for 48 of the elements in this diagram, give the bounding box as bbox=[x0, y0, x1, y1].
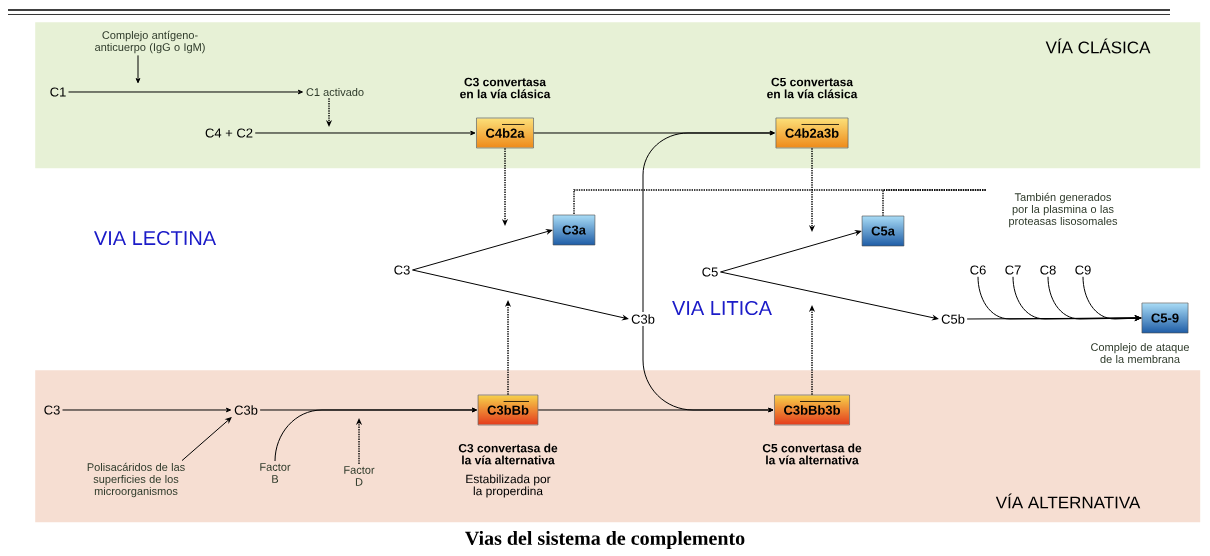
arrow bbox=[720, 230, 862, 273]
arrow bbox=[274, 407, 477, 462]
complex-box: C3bBb bbox=[477, 394, 539, 426]
arrow bbox=[642, 130, 775, 313]
complex-box: C5-9 bbox=[1141, 302, 1189, 334]
component-label: C3b bbox=[631, 314, 655, 324]
component-label: Factor B bbox=[260, 463, 291, 483]
component-label: C3 bbox=[394, 265, 410, 275]
box-caption: C5 convertasa en la vía clásica bbox=[767, 77, 858, 99]
pathway-label: VIA LECTINA bbox=[94, 230, 217, 246]
component-label: C3b bbox=[234, 405, 258, 415]
component-label: C3 bbox=[44, 405, 60, 415]
box-caption: Complejo de ataque de la membrana bbox=[1091, 342, 1189, 364]
component-label: C5 bbox=[702, 267, 718, 277]
component-label: También generados por la plasmina o las proteasas lisosomales bbox=[1009, 192, 1118, 228]
arrow bbox=[1082, 276, 1141, 321]
component-label: C7 bbox=[1005, 265, 1021, 275]
dotted-line bbox=[882, 189, 987, 217]
box-caption: Estabilizada por la properdina bbox=[466, 474, 551, 498]
arrow bbox=[412, 229, 553, 271]
component-label: C9 bbox=[1075, 265, 1091, 275]
component-label: C5b bbox=[941, 314, 965, 324]
component-label: C8 bbox=[1040, 265, 1056, 275]
component-label: Factor D bbox=[344, 466, 375, 486]
component-label: Complejo antígeno-anticuerpo (IgG o IgM) bbox=[95, 30, 205, 54]
complex-box: C3bBb3b bbox=[774, 394, 850, 426]
component-label: C4 + C2 bbox=[205, 128, 253, 138]
arrow bbox=[135, 54, 141, 84]
box-caption: C3 convertasa de la vía alternativa bbox=[458, 443, 558, 465]
pathway-label: VIA LITICA bbox=[672, 300, 772, 316]
arrow bbox=[537, 407, 774, 413]
complex-box: C5a bbox=[861, 215, 905, 247]
complex-box: C3a bbox=[552, 214, 596, 246]
caption: Vias del sistema de complemento bbox=[465, 530, 745, 550]
arrow bbox=[181, 417, 232, 462]
complex-box: C4b2a3b bbox=[775, 117, 849, 149]
component-label: Polisacáridos de las superficies de los microorganismos bbox=[87, 462, 185, 498]
box-caption: C3 convertasa en la vía clásica bbox=[460, 77, 551, 99]
component-label: C1 activado bbox=[306, 87, 364, 97]
arrow bbox=[412, 269, 629, 321]
component-label: C6 bbox=[970, 265, 986, 275]
arrow bbox=[68, 89, 303, 95]
component-label: C1 bbox=[50, 87, 66, 97]
box-caption: C5 convertasa de la vía alternativa bbox=[762, 443, 862, 465]
arrow bbox=[254, 130, 476, 136]
arrow bbox=[62, 407, 232, 413]
arrow bbox=[720, 271, 939, 321]
complex-box: C4b2a bbox=[476, 117, 534, 149]
